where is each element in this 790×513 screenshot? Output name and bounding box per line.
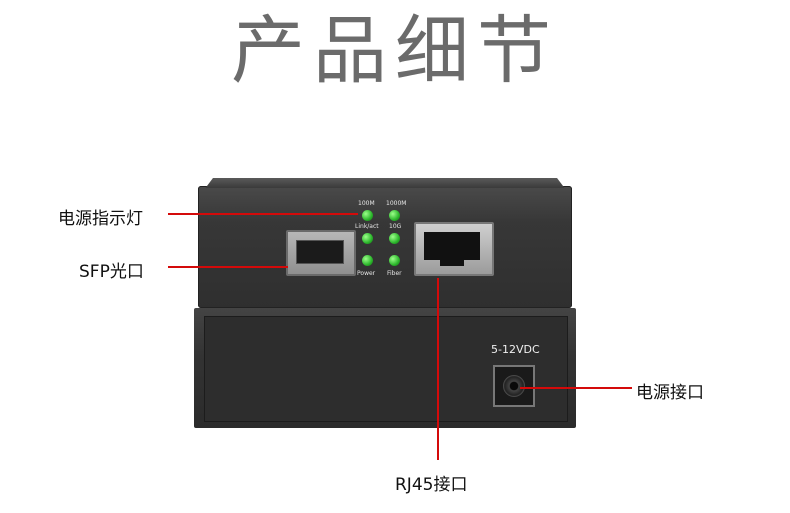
led-1000m <box>389 210 400 221</box>
dc-jack-ring <box>503 375 525 397</box>
led-label-link: Link/act <box>355 223 379 230</box>
led-label-1000m: 1000M <box>386 200 407 207</box>
led-label-100m: 100M <box>358 200 375 207</box>
led-label-fiber: Fiber <box>387 270 402 277</box>
label-power-port: 电源接口 <box>636 383 704 403</box>
voltage-label: 5-12VDC <box>491 343 540 356</box>
callout-line-power-port <box>520 387 632 389</box>
page-title: 产品细节 <box>231 8 559 94</box>
led-label-10g: 10G <box>389 223 402 230</box>
rear-panel-face: 5-12VDC <box>204 316 568 422</box>
led-label-power: Power <box>357 270 376 277</box>
callout-line-rj45-port <box>437 278 439 460</box>
callout-line-sfp-port <box>168 266 288 268</box>
front-panel: 100M 1000M Link/act 10G Power Fiber <box>198 178 572 308</box>
led-10g <box>389 233 400 244</box>
rear-panel: 5-12VDC <box>194 308 576 428</box>
dc-power-jack <box>493 365 535 407</box>
sfp-port <box>286 230 356 276</box>
led-link <box>362 233 373 244</box>
rj45-latch-slot <box>440 258 464 266</box>
label-rj45-port: RJ45接口 <box>395 475 468 495</box>
led-fiber <box>389 255 400 266</box>
label-sfp-port: SFP光口 <box>79 262 144 282</box>
device-lid <box>205 178 565 188</box>
led-power <box>362 255 373 266</box>
sfp-slot <box>296 240 344 264</box>
rj45-port <box>414 222 494 276</box>
rj45-socket <box>424 232 480 260</box>
led-100m <box>362 210 373 221</box>
label-power-indicator: 电源指示灯 <box>58 209 143 229</box>
callout-line-power-indicator <box>168 213 358 215</box>
